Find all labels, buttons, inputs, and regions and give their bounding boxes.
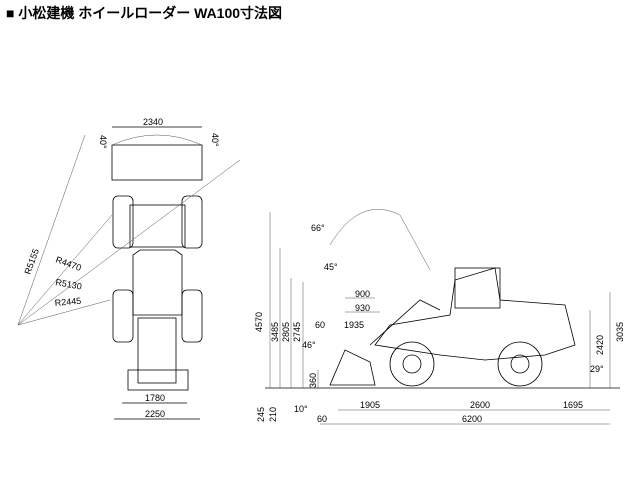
dim-6200: 6200 [462,414,482,424]
radius-1: R5155 [22,247,40,275]
angle-46: 46° [302,340,316,350]
dim-60-bottom: 60 [317,414,327,424]
dim-2600: 2600 [470,400,490,410]
dim-h-2805: 2805 [281,322,291,342]
angle-66: 66° [311,223,325,233]
dim-210: 210 [268,407,278,422]
dim-overall-width: 2250 [145,409,165,419]
dim-tread: 1780 [145,393,165,403]
angle-10: 10° [294,404,308,414]
dim-h-360: 360 [308,373,318,388]
dim-245: 245 [256,407,266,422]
dim-h-3485: 3485 [270,322,280,342]
dim-1935: 1935 [344,320,364,330]
angle-29: 29° [590,364,604,374]
dim-1905: 1905 [360,400,380,410]
dim-60-top: 60 [315,320,325,330]
angle-45: 45° [324,262,338,272]
dim-900: 900 [355,289,370,299]
dim-3035: 3035 [615,322,625,342]
dim-2420: 2420 [595,335,605,355]
page-title: ■ 小松建機 ホイールローダー WA100寸法図 [6,5,283,21]
top-view: 2340 1780 2250 40° 40° R5155 R4470 R5130… [17,117,241,420]
radius-4: R2445 [54,296,81,308]
dim-bucket-width: 2340 [143,117,163,127]
dim-h-4570: 4570 [254,312,264,332]
radius-2: R4470 [54,254,82,272]
angle-left: 40° [98,135,108,149]
dim-1695: 1695 [563,400,583,410]
side-view: 4570 3485 2805 2745 360 245 210 66° 45° … [254,209,625,425]
dim-930: 930 [355,303,370,313]
dim-h-2745: 2745 [292,322,302,342]
angle-right: 40° [210,133,220,147]
radius-3: R5130 [55,277,83,291]
